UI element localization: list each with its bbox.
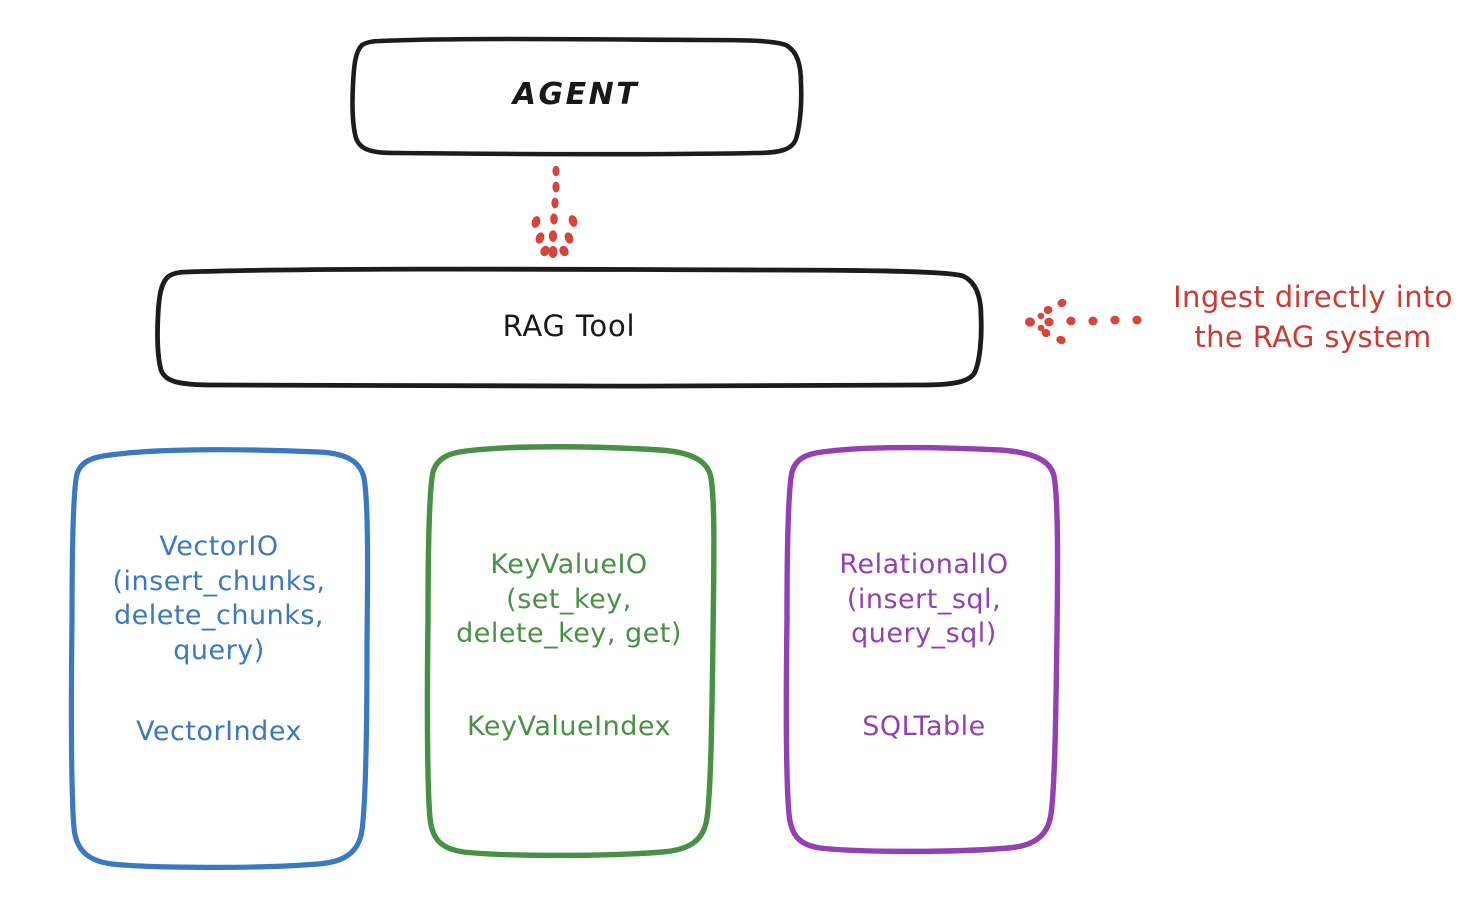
rag-tool-label: RAG Tool — [502, 309, 636, 343]
keyvalueio-index-label: KeyValueIndex — [467, 711, 671, 742]
ingest-annotation-label: Ingest directly into the RAG system — [1173, 280, 1453, 355]
vectorio-node[interactable] — [68, 447, 371, 870]
relationalio-api-label: RelationalIO (insert_sql, query_sql) — [839, 549, 1009, 650]
agent-to-rag-arrow — [531, 165, 578, 258]
vectorio-api-label: VectorIO (insert_chunks, delete_chunks, … — [112, 531, 326, 666]
rag-tool-box-outline — [155, 266, 984, 389]
relationalio-node[interactable] — [783, 444, 1061, 855]
vectorio-box-outline — [68, 447, 371, 870]
keyvalueio-node[interactable] — [424, 444, 717, 859]
ingest-arrow — [1025, 298, 1142, 345]
agent-box-outline — [350, 36, 804, 157]
rag-tool-node[interactable] — [155, 266, 984, 389]
keyvalueio-api-label: KeyValueIO (set_key, delete_key, get) — [456, 549, 682, 650]
relationalio-index-label: SQLTable — [862, 711, 986, 742]
relationalio-box-outline — [783, 444, 1061, 855]
agent-label: AGENT — [512, 77, 640, 112]
agent-node[interactable] — [350, 36, 804, 157]
vectorio-index-label: VectorIndex — [136, 716, 302, 747]
keyvalueio-box-outline — [424, 444, 717, 859]
